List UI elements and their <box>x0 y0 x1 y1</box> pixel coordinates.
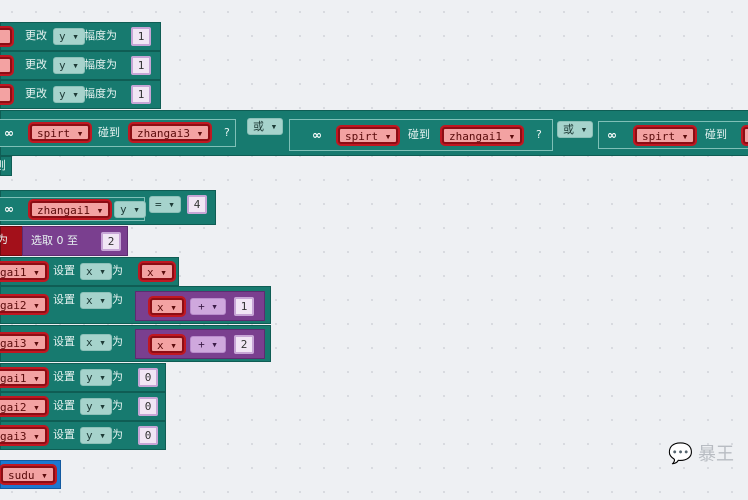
variable-block[interactable]: sudu ▾ <box>0 460 61 489</box>
to-label: 为 <box>112 370 123 383</box>
touch-condition-1[interactable]: ∞ spirt ▾ 碰到 zhangai3 ▾ ? <box>0 119 236 147</box>
var-dropdown[interactable]: x ▾ <box>140 263 174 280</box>
var-dropdown[interactable]: sudu ▾ <box>1 466 55 483</box>
obstacle-dropdown[interactable]: zhangai3 ▾ <box>130 124 211 141</box>
operand-value[interactable]: 1 <box>234 297 254 316</box>
touch-label: 碰到 <box>408 128 430 141</box>
then-block: 则 <box>0 156 12 176</box>
sprite-dropdown[interactable]: gai2 ▾ <box>0 296 47 313</box>
if-condition-block[interactable]: ∞ spirt ▾ 碰到 zhangai3 ▾ ? 或 ▾ ∞ spirt ▾ … <box>0 110 748 156</box>
link-icon: ∞ <box>312 128 322 142</box>
axis-dropdown[interactable]: x ▾ <box>80 334 112 351</box>
sprite-property[interactable]: ∞ zhangai1 ▾ y ▾ <box>0 197 146 221</box>
compare-block[interactable]: ∞ zhangai1 ▾ y ▾ = ▾ 4 <box>0 190 216 225</box>
arithmetic-block[interactable]: x ▾ + ▾ 2 <box>135 329 265 359</box>
set-var-block[interactable]: 为 <box>0 226 24 256</box>
sprite-dropdown[interactable]: gai2 ▾ <box>0 398 47 415</box>
set-label: 设置 <box>53 370 75 383</box>
y-value[interactable]: 0 <box>138 426 158 445</box>
sprite-dropdown[interactable]: spirt ▾ <box>30 124 91 141</box>
to-label: 为 <box>0 233 8 246</box>
set-label: 设置 <box>53 399 75 412</box>
axis-dropdown[interactable]: x ▾ <box>80 263 112 280</box>
obstacle-dropdown[interactable] <box>743 127 748 144</box>
amount-input[interactable]: 1 <box>131 56 151 75</box>
by-label: 幅度为 <box>84 58 117 71</box>
touch-label: 碰到 <box>705 128 727 141</box>
axis-dropdown[interactable]: y ▾ <box>53 86 85 103</box>
change-label: 更改 <box>25 87 47 100</box>
y-value[interactable]: 0 <box>138 368 158 387</box>
axis-dropdown[interactable]: y ▾ <box>53 28 85 45</box>
to-label: 为 <box>112 264 123 277</box>
link-icon: ∞ <box>4 202 14 216</box>
operator-dropdown[interactable]: = ▾ <box>149 196 181 213</box>
sprite-dropdown[interactable] <box>0 86 12 103</box>
amount-input[interactable]: 1 <box>131 85 151 104</box>
var-dropdown[interactable]: x ▾ <box>150 336 184 353</box>
set-x-block-1[interactable]: gai1 ▾ 设置 x ▾ 为 x ▾ <box>0 257 179 286</box>
property-dropdown[interactable]: y ▾ <box>114 201 146 218</box>
change-label: 更改 <box>25 58 47 71</box>
change-label: 更改 <box>25 29 47 42</box>
sprite-dropdown[interactable]: gai1 ▾ <box>0 369 47 386</box>
wechat-icon: 💬 <box>668 441 693 465</box>
then-label: 则 <box>0 159 6 172</box>
change-y-block-3[interactable]: 更改 y ▾ 幅度为 1 <box>0 80 161 109</box>
y-value[interactable]: 0 <box>138 397 158 416</box>
random-label: 选取 0 至 <box>31 234 78 247</box>
to-label: 为 <box>112 428 123 441</box>
sprite-dropdown[interactable]: spirt ▾ <box>635 127 696 144</box>
question-label: ? <box>536 128 542 141</box>
by-label: 幅度为 <box>84 29 117 42</box>
amount-input[interactable]: 1 <box>131 27 151 46</box>
question-label: ? <box>224 126 230 139</box>
link-icon: ∞ <box>4 126 14 140</box>
sprite-dropdown[interactable]: zhangai1 ▾ <box>30 201 111 218</box>
sprite-dropdown[interactable] <box>0 57 12 74</box>
var-dropdown[interactable]: x ▾ <box>150 298 184 315</box>
arithmetic-block[interactable]: x ▾ + ▾ 1 <box>135 291 265 321</box>
axis-dropdown[interactable]: x ▾ <box>80 292 112 309</box>
axis-dropdown[interactable]: y ▾ <box>80 398 112 415</box>
operator-dropdown[interactable]: + ▾ <box>190 298 226 315</box>
touch-condition-3[interactable]: ∞ spirt ▾ 碰到 <box>598 121 748 149</box>
operator-dropdown[interactable]: + ▾ <box>190 336 226 353</box>
set-label: 设置 <box>53 264 75 277</box>
set-y-block-3[interactable]: gai3 ▾ 设置 y ▾ 为 0 <box>0 421 166 450</box>
axis-dropdown[interactable]: y ▾ <box>80 369 112 386</box>
set-y-block-2[interactable]: gai2 ▾ 设置 y ▾ 为 0 <box>0 392 166 421</box>
set-x-block-2[interactable]: gai2 ▾ 设置 x ▾ 为 x ▾ + ▾ 1 <box>0 286 271 324</box>
sprite-dropdown[interactable]: spirt ▾ <box>338 127 399 144</box>
random-max[interactable]: 2 <box>101 232 121 251</box>
to-label: 为 <box>112 335 123 348</box>
watermark: 💬暴王 <box>668 440 748 470</box>
obstacle-dropdown[interactable]: zhangai1 ▾ <box>442 127 523 144</box>
set-y-block-1[interactable]: gai1 ▾ 设置 y ▾ 为 0 <box>0 363 166 392</box>
to-label: 为 <box>112 399 123 412</box>
axis-dropdown[interactable]: y ▾ <box>53 57 85 74</box>
random-block[interactable]: 选取 0 至 2 <box>22 226 128 256</box>
watermark-text: 暴王 <box>698 444 734 465</box>
operand-value[interactable]: 2 <box>234 335 254 354</box>
compare-value[interactable]: 4 <box>187 195 207 214</box>
set-label: 设置 <box>53 293 75 306</box>
or-dropdown[interactable]: 或 ▾ <box>557 121 594 138</box>
set-label: 设置 <box>53 335 75 348</box>
set-x-block-3[interactable]: gai3 ▾ 设置 x ▾ 为 x ▾ + ▾ 2 <box>0 325 271 362</box>
to-label: 为 <box>112 293 123 306</box>
or-dropdown[interactable]: 或 ▾ <box>247 118 284 135</box>
sprite-dropdown[interactable]: gai3 ▾ <box>0 427 47 444</box>
link-icon: ∞ <box>607 128 617 142</box>
axis-dropdown[interactable]: y ▾ <box>80 427 112 444</box>
set-label: 设置 <box>53 428 75 441</box>
sprite-dropdown[interactable]: gai3 ▾ <box>0 334 47 351</box>
change-y-block-1[interactable]: 更改 y ▾ 幅度为 1 <box>0 22 161 51</box>
sprite-dropdown[interactable] <box>0 28 12 45</box>
sprite-dropdown[interactable]: gai1 ▾ <box>0 263 47 280</box>
touch-condition-2[interactable]: ∞ spirt ▾ 碰到 zhangai1 ▾ ? <box>289 119 553 151</box>
by-label: 幅度为 <box>84 87 117 100</box>
change-y-block-2[interactable]: 更改 y ▾ 幅度为 1 <box>0 51 161 80</box>
touch-label: 碰到 <box>98 126 120 139</box>
